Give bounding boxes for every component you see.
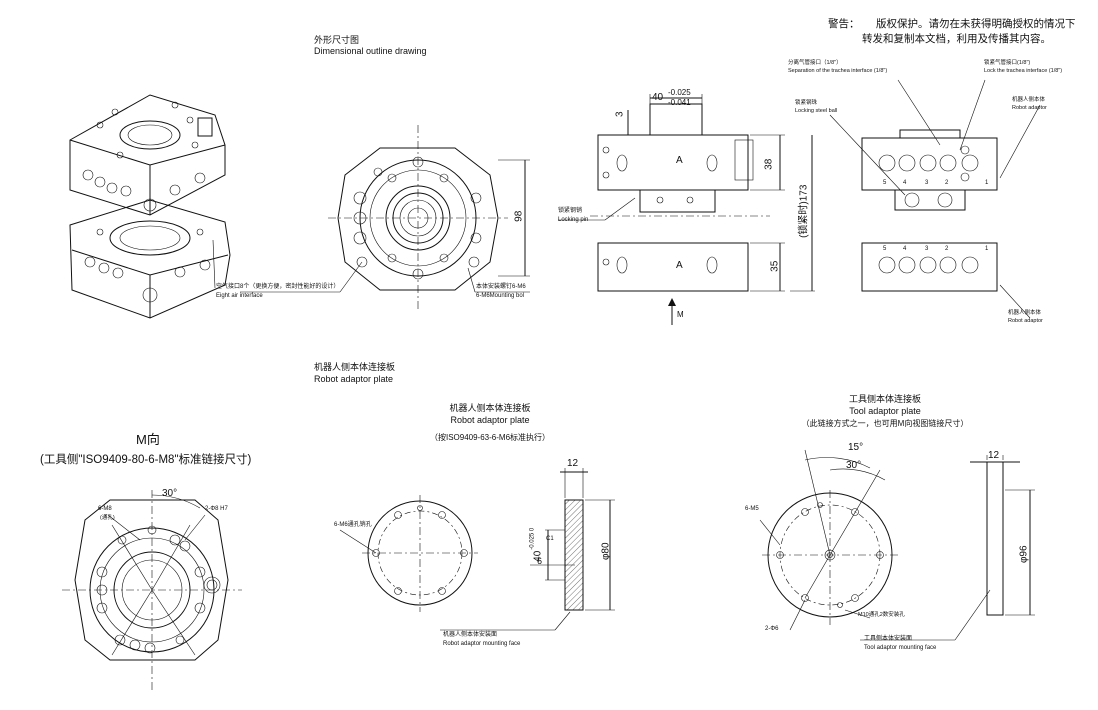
isometric-3d-view [69, 94, 231, 319]
dim-80: φ80 [600, 542, 612, 561]
port-num-4: 4 [903, 180, 907, 186]
m-pin-label: 2-Φ8 H7 [205, 506, 228, 512]
mount-bolt-en: 6-M6Mounting bol [476, 293, 525, 299]
dim-98: 98 [513, 210, 525, 222]
m-arrow-label: M [677, 310, 684, 319]
robot-plate-en: Robot adaptor plate [450, 415, 530, 425]
robot-adaptor-1-cn: 机器人侧本体 [1012, 97, 1046, 103]
robot-adaptor-plate-drawing [339, 468, 615, 631]
sep-iface-en: Separation of the trachea interface (1/8… [788, 68, 888, 74]
m-view-subtitle: (工具侧"ISO9409-80-6-M8"标准链接尺寸) [40, 454, 252, 466]
robot-plate-m6: 6-M6通孔销孔 [334, 522, 372, 528]
air-interface-cn: 空气接口8个（更换方便，密封性能好的设计） [216, 284, 340, 290]
robot-adaptor-2-en: Robot adaptor [1008, 318, 1043, 324]
m-view [62, 490, 242, 690]
dim-3: 3 [614, 111, 626, 118]
robot-plate-cn: 机器人侧本体连接板 [449, 403, 531, 413]
port-num-1: 1 [985, 180, 989, 186]
air-interface-en: Eight air interface [216, 293, 263, 299]
side-a-letter: A [676, 155, 683, 166]
dim-35: 35 [769, 260, 781, 272]
sep-iface-cn: 分离气管接口（1/8"） [788, 60, 842, 66]
dim-12a: 12 [567, 458, 579, 469]
outline-title-en: Dimensional outline drawing [314, 46, 427, 56]
warning-line2: 转发和复制本文档，利用及传播其内容。 [862, 33, 1051, 45]
tool-plate-cn: 工具侧本体连接板 [848, 394, 921, 404]
dim-40: 40 [652, 92, 664, 103]
port-num-5: 5 [883, 180, 887, 186]
dim-96: φ96 [1018, 545, 1030, 564]
angle-30b: 30° [846, 460, 862, 471]
warning-label: 警告： [828, 18, 860, 30]
robot-plate-note: （按ISO9409-63-6-M6标准执行） [429, 433, 551, 442]
port-num-5b: 5 [883, 246, 887, 252]
side-a-letter-lower: A [676, 260, 683, 271]
robot-adaptor-1-en: Robot adaptor [1012, 105, 1047, 111]
m-m8-sub: (通孔) [100, 515, 115, 521]
tool-plate-note: （此链接方式之一，也可用M向视图链接尺寸） [801, 419, 969, 428]
side-view-right [829, 79, 1041, 319]
outline-title-cn: 外形尺寸图 [314, 35, 360, 45]
locking-pin-en: Locking pin [558, 217, 589, 223]
plate-label-cn: 机器人侧本体连接板 [314, 362, 396, 372]
robot-adaptor-2-cn: 机器人侧本体 [1008, 310, 1042, 316]
port-num-3: 3 [925, 180, 929, 186]
warning-line1: 版权保护。请勿在未获得明确授权的情况下 [876, 18, 1076, 30]
tool-m5: 6-M5 [745, 506, 759, 512]
m-view-title: M向 [136, 432, 160, 447]
lock-iface-en: Lock the trachea interface (1/8") [984, 68, 1063, 74]
tool-plate-en: Tool adaptor plate [849, 406, 921, 416]
tool-adaptor-plate-drawing [759, 449, 1035, 641]
dim-40-tol-dn: -0.041 [668, 98, 691, 107]
angle-15: 15° [848, 442, 864, 453]
tool-m10: M10通孔2数安装孔 [858, 612, 905, 618]
lock-iface-cn: 锁紧气管接口(1/8") [984, 60, 1031, 66]
dim-38: 38 [763, 158, 775, 170]
steel-ball-en: Locking steel ball [795, 108, 838, 114]
plate-label-en: Robot adaptor plate [314, 374, 394, 384]
m-m8-label: 6-M8 [98, 506, 112, 512]
port-num-2b: 2 [945, 246, 949, 252]
dim-40v-tol: -0.025 0 [529, 527, 536, 550]
dim-40-tol-up: -0.025 [668, 88, 691, 97]
front-view [240, 125, 530, 310]
robot-mount-face-en: Robot adaptor mounting face [443, 641, 521, 647]
port-num-1b: 1 [985, 246, 989, 252]
m-angle-30: 30° [162, 488, 178, 499]
chamfer-c1: C1 [546, 536, 554, 542]
port-num-3b: 3 [925, 246, 929, 252]
dim-6: 6 [537, 556, 543, 566]
port-num-4b: 4 [903, 246, 907, 252]
steel-ball-cn: 锁紧钢珠 [795, 100, 818, 106]
dim-173: (锁紧时)173 [798, 184, 810, 238]
side-view-a [558, 94, 815, 325]
robot-mount-face-cn: 机器人侧本体安装面 [443, 632, 498, 638]
locking-pin-cn: 锁紧钢销 [558, 208, 583, 214]
tool-pin: 2-Φ6 [765, 626, 779, 632]
port-num-2: 2 [945, 180, 949, 186]
tool-mount-face-cn: 工具侧本体安装面 [864, 636, 913, 642]
tool-mount-face-en: Tool adaptor mounting face [864, 645, 937, 651]
dim-12b: 12 [988, 450, 1000, 461]
mount-bolt-cn: 本体安装螺钉6-M6 [476, 284, 526, 290]
